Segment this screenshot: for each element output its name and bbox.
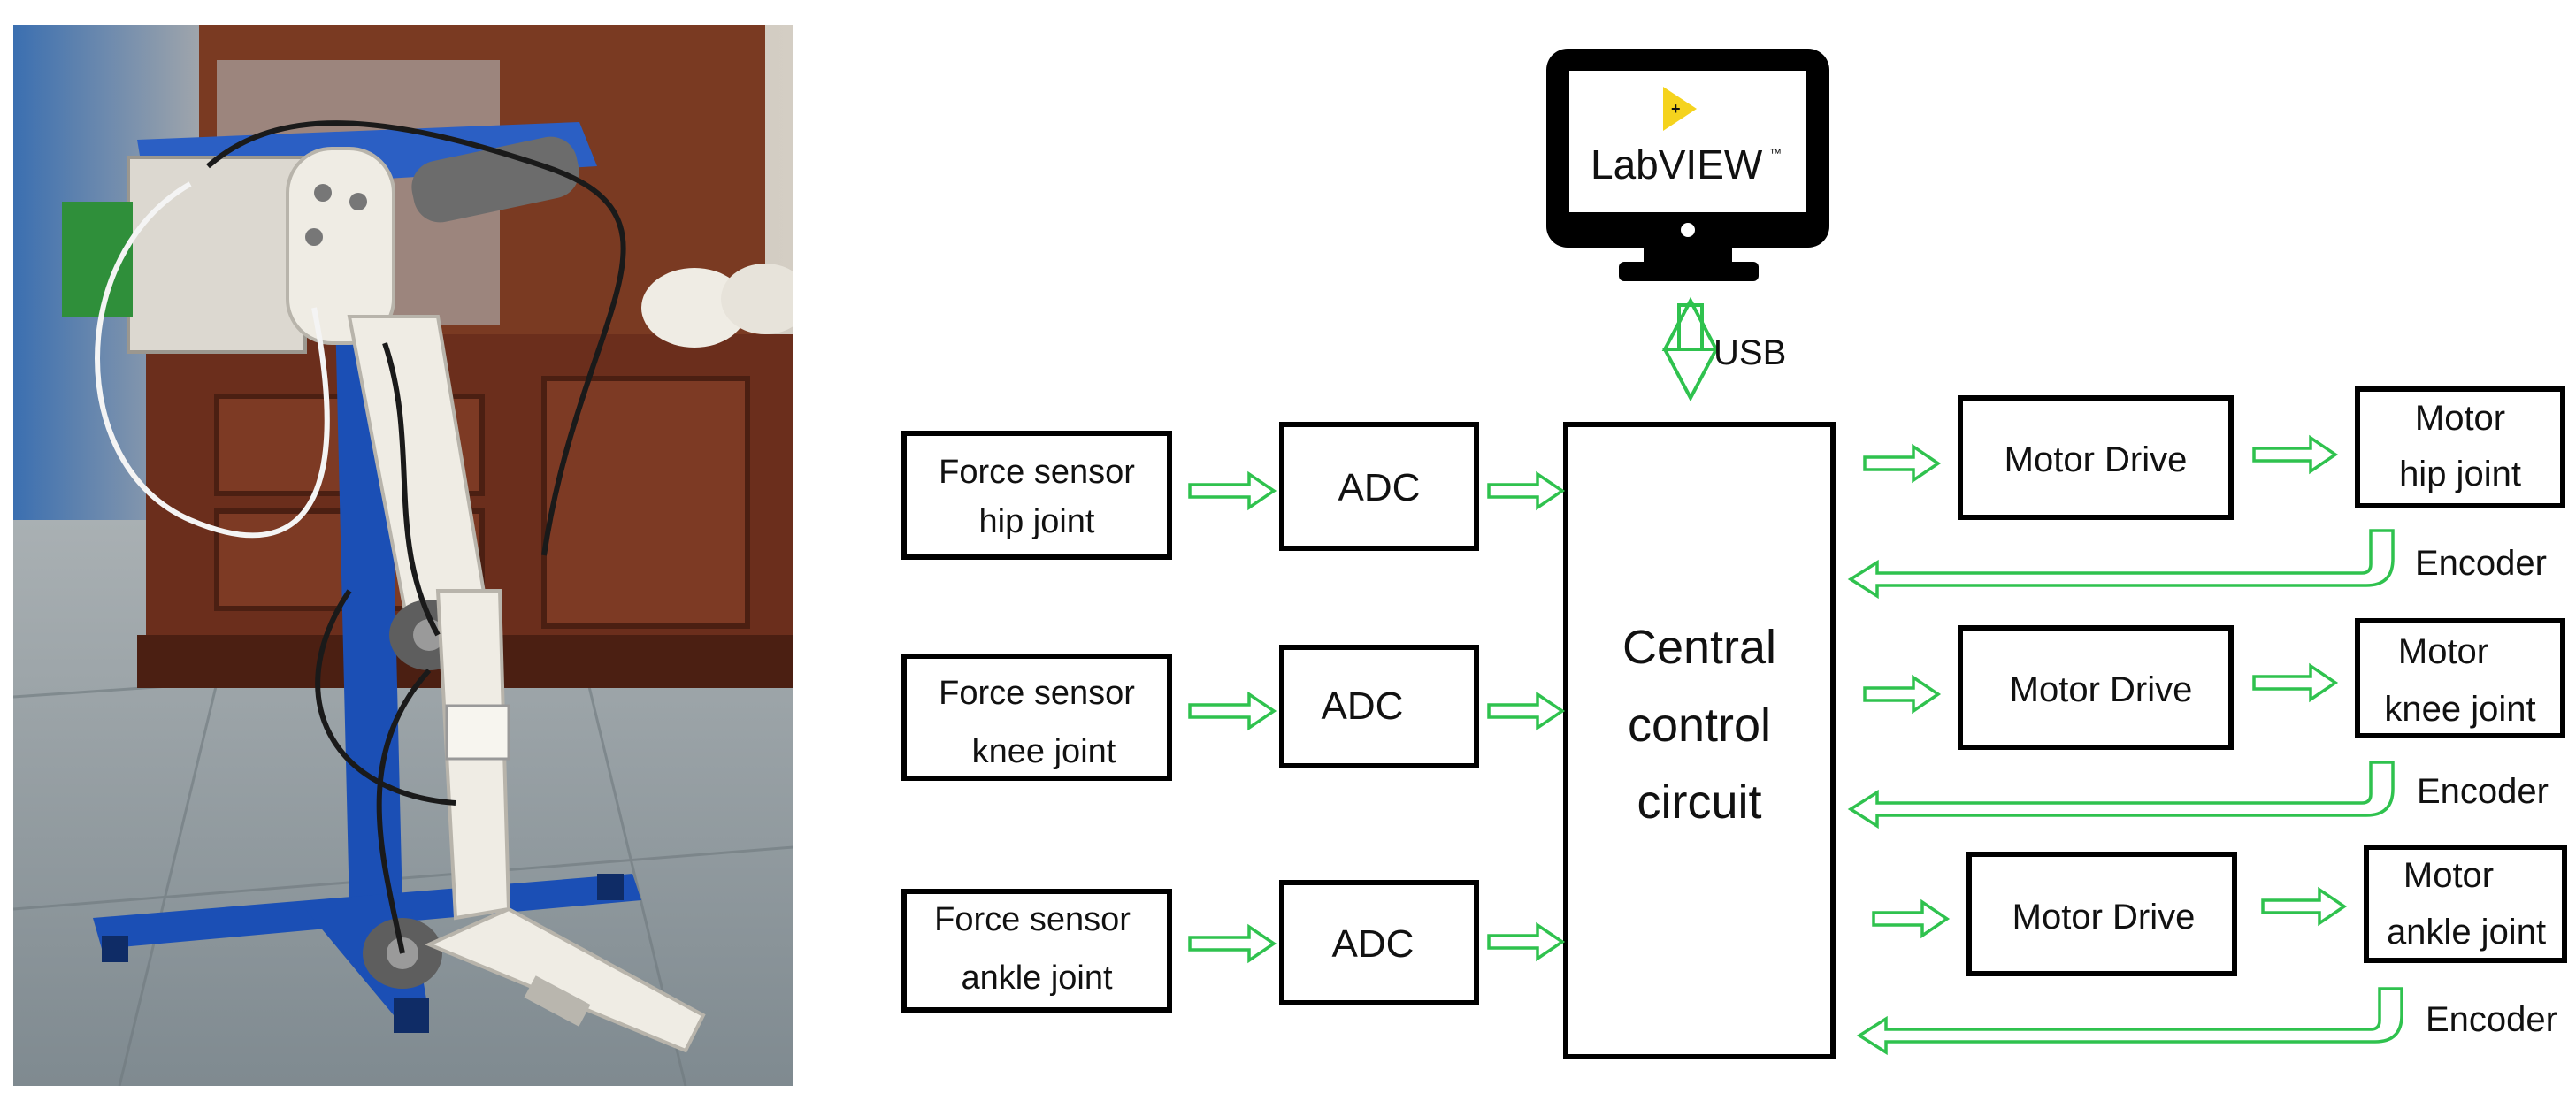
motor-ankle-line1: Motor xyxy=(2404,856,2494,895)
encoder-label-hip: Encoder xyxy=(2415,544,2547,583)
force-sensor-hip-line1: Force sensor xyxy=(939,454,1135,491)
force-sensor-ankle-line2: ankle joint xyxy=(961,960,1113,997)
motor-drive-knee-label: Motor Drive xyxy=(2010,670,2193,709)
motor-drive-ankle-box xyxy=(1966,852,2237,976)
forward-arrows xyxy=(1188,434,2348,964)
labview-logo-icon: + xyxy=(1663,87,1697,131)
arrow-central-drive-ankle xyxy=(1872,898,1951,939)
adc-hip-box xyxy=(1279,422,1479,551)
monitor-icon xyxy=(1546,49,1829,281)
encoder-feedback-arrows xyxy=(1847,529,2404,1056)
motor-hip-line2: hip joint xyxy=(2399,455,2521,493)
central-control-box xyxy=(1563,422,1836,1059)
motor-drive-hip-box xyxy=(1958,395,2234,520)
force-sensor-knee-line2: knee joint xyxy=(972,733,1116,770)
motor-knee-box xyxy=(2355,618,2565,738)
force-sensor-ankle-box xyxy=(901,889,1172,1013)
arrow-sensor-adc-ankle xyxy=(1188,923,1277,964)
exoskeleton-robot-photo-icon xyxy=(13,25,794,1086)
encoder-arrow-hip xyxy=(1847,529,2395,600)
encoder-label-ankle: Encoder xyxy=(2426,1000,2557,1039)
arrow-drive-motor-hip xyxy=(2252,434,2339,475)
encoder-label-knee: Encoder xyxy=(2417,772,2549,811)
motor-knee-line1: Motor xyxy=(2398,632,2488,671)
force-sensor-knee-box xyxy=(901,654,1172,781)
motor-ankle-line2: ankle joint xyxy=(2387,913,2546,952)
svg-text:+: + xyxy=(1671,100,1681,118)
arrow-adc-central-ankle xyxy=(1487,921,1566,962)
adc-ankle-box xyxy=(1279,880,1479,1005)
labview-trademark: ™ xyxy=(1769,146,1782,160)
motor-ankle-box xyxy=(2364,845,2567,963)
adc-hip-label: ADC xyxy=(1338,466,1421,509)
central-control-line3: circuit xyxy=(1637,776,1761,829)
arrow-sensor-adc-hip xyxy=(1188,470,1277,511)
force-sensor-ankle-line1: Force sensor xyxy=(934,901,1131,938)
arrow-drive-motor-knee xyxy=(2252,662,2339,703)
encoder-arrow-ankle xyxy=(1856,987,2404,1056)
central-control-line2: control xyxy=(1628,699,1771,752)
motor-drive-ankle-label: Motor Drive xyxy=(2012,898,2196,937)
usb-label: USB xyxy=(1714,333,1786,372)
adc-knee-label: ADC xyxy=(1322,684,1404,728)
motor-drive-knee-box xyxy=(1958,625,2234,750)
force-sensor-hip-box xyxy=(901,431,1172,560)
motor-hip-line1: Motor xyxy=(2415,399,2505,438)
adc-knee-box xyxy=(1279,645,1479,768)
usb-double-arrow xyxy=(1661,296,1720,402)
force-sensor-knee-line1: Force sensor xyxy=(939,675,1135,712)
adc-ankle-label: ADC xyxy=(1332,922,1414,966)
central-control-line1: Central xyxy=(1622,621,1776,674)
arrow-drive-motor-ankle xyxy=(2261,886,2348,927)
labview-brand-text: LabVIEW xyxy=(1591,141,1763,187)
arrow-central-drive-knee xyxy=(1863,674,1942,715)
motor-drive-hip-label: Motor Drive xyxy=(2005,440,2188,479)
motor-hip-box xyxy=(2355,386,2565,508)
arrow-central-drive-hip xyxy=(1863,443,1942,484)
arrow-adc-central-knee xyxy=(1487,691,1566,731)
encoder-arrow-knee xyxy=(1847,761,2395,830)
arrow-adc-central-hip xyxy=(1487,470,1566,511)
force-sensor-hip-line2: hip joint xyxy=(979,503,1095,540)
arrow-sensor-adc-knee xyxy=(1188,691,1277,731)
exoskeleton-photo xyxy=(13,25,794,1086)
motor-knee-line2: knee joint xyxy=(2384,690,2535,729)
